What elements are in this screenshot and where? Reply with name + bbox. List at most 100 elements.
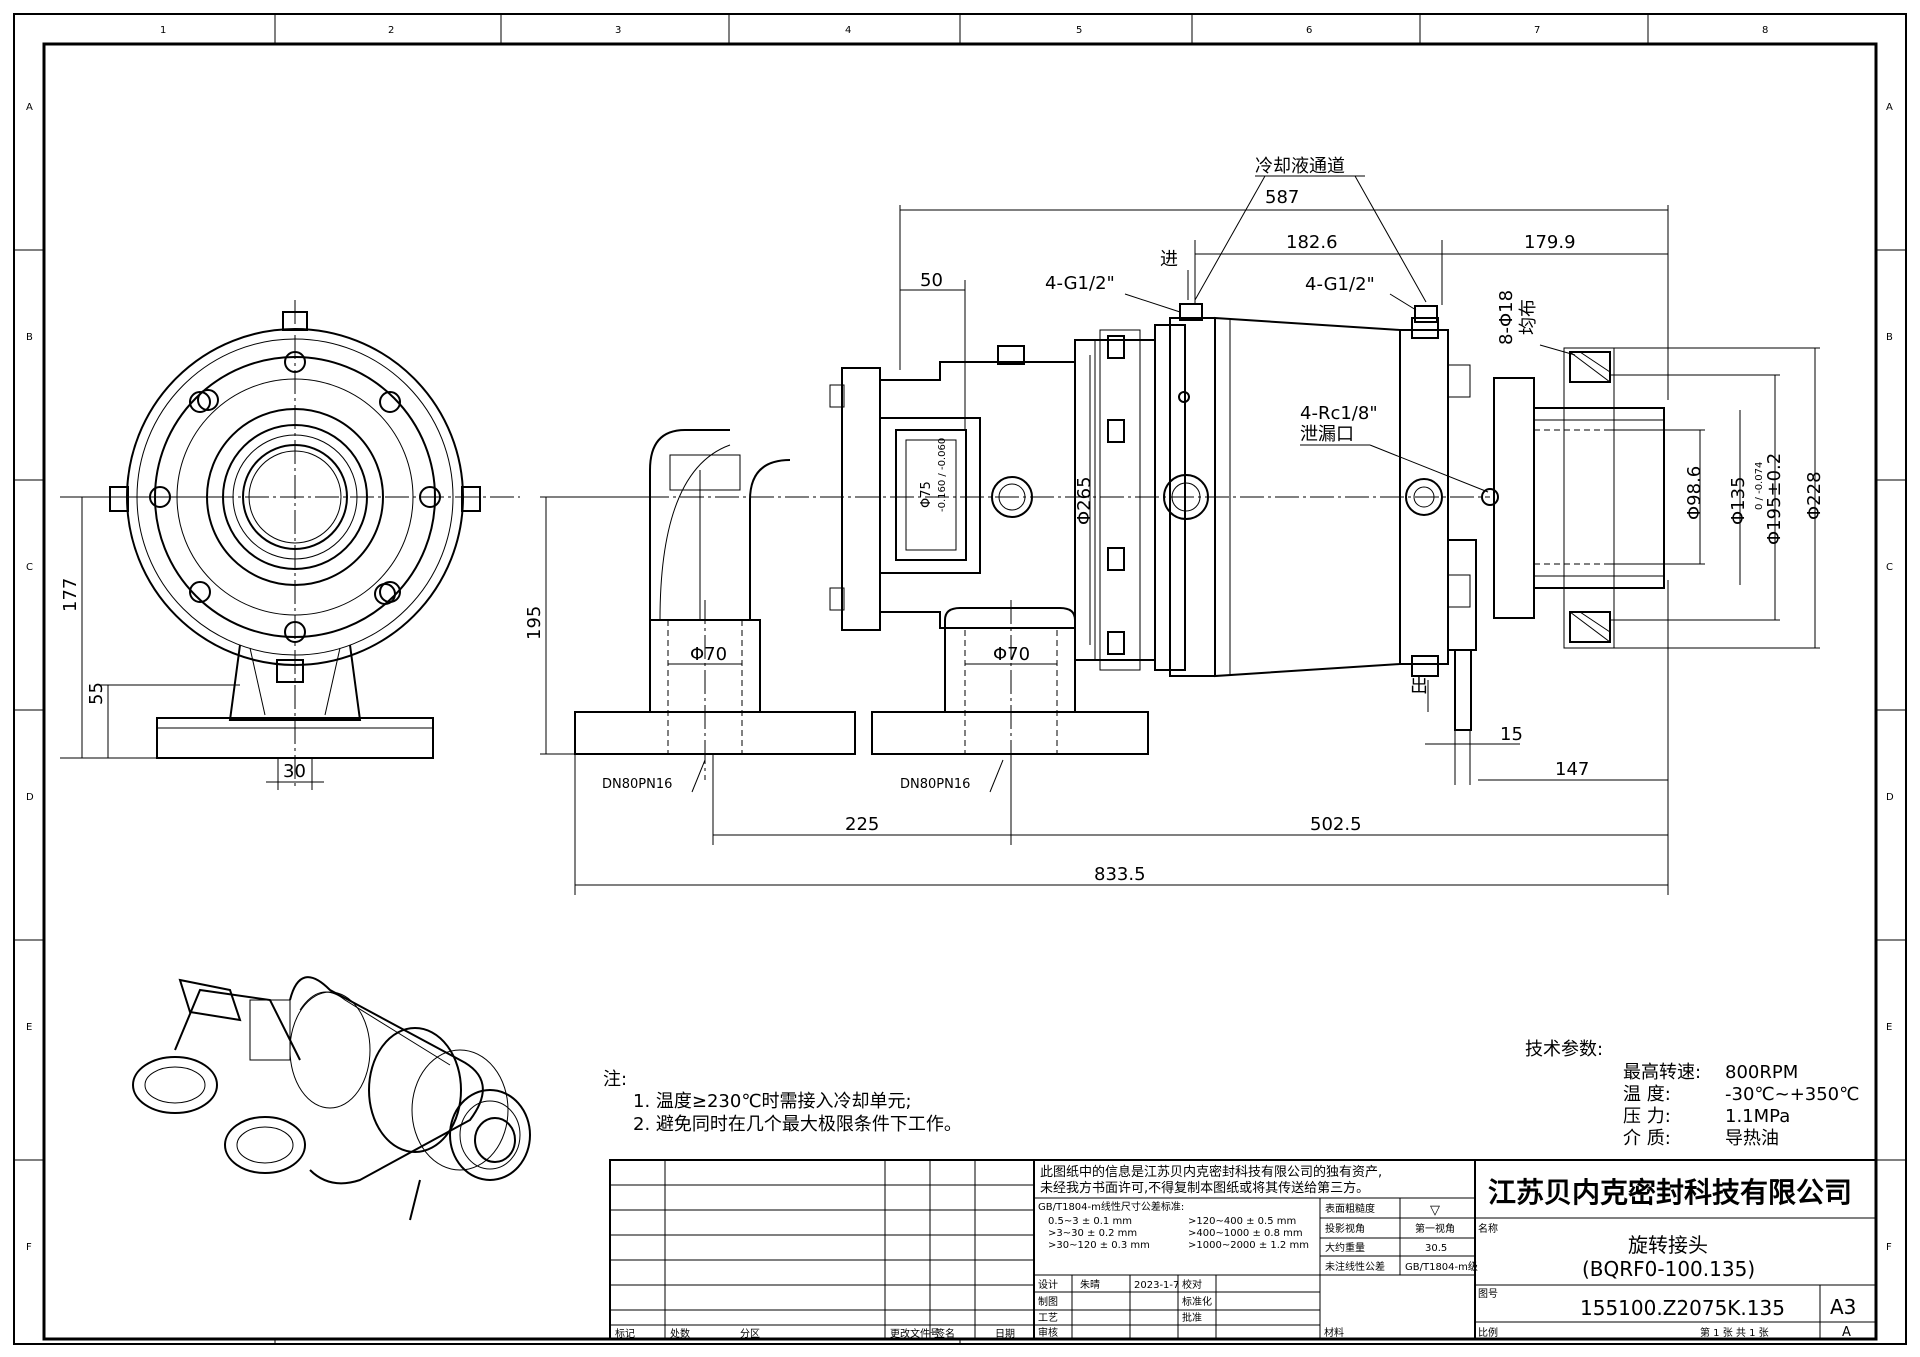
dim-833-5: 833.5 [1094,864,1146,885]
dim-195: 195 [524,606,545,640]
zone-row-f-right: F [1886,1242,1892,1253]
dim-228: Φ228 [1804,471,1825,520]
signoff-process: 工艺 [1038,1312,1058,1324]
zone-col-4: 4 [845,25,851,36]
dim-75: Φ75 [919,481,934,508]
tech-temp-key: 温 度: [1623,1084,1671,1105]
end-view: 177 55 30 [60,300,520,790]
projection-value: 第一视角 [1415,1222,1455,1235]
weight-label: 大约重量 [1325,1241,1365,1254]
dim-135-tol: 0 / -0.074 [1754,462,1765,510]
dim-50: 50 [920,270,943,291]
signoff-check: 校对 [1182,1278,1202,1291]
tech-speed-value: 800RPM [1725,1062,1798,1083]
callout-leak-port: 泄漏口 [1300,424,1354,445]
dim-70-right: Φ70 [993,644,1030,665]
callout-inlet: 进 [1160,249,1178,270]
note-2: 2. 避免同时在几个最大极限条件下工作。 [633,1114,962,1135]
surface-symbol: ▽ [1430,1203,1440,1218]
signoff-designer: 朱晴 [1080,1278,1100,1291]
tech-medium-value: 导热油 [1725,1128,1779,1149]
general-tol-value: GB/T1804-m级 [1405,1261,1478,1273]
zone-col-6: 6 [1306,25,1312,36]
dim-182-6: 182.6 [1286,232,1338,253]
tol-right-2: >400~1000 ± 0.8 mm [1188,1228,1303,1239]
zone-labels: 1 2 3 4 5 6 7 8 A B C D E F A B C D E F [26,25,1894,1253]
dim-15: 15 [1500,724,1523,745]
signoff-approve: 批准 [1182,1311,1202,1324]
flange-bolts [1107,335,1125,655]
projection-label: 投影视角 [1325,1222,1365,1235]
signoff-design: 设计 [1038,1278,1058,1291]
dim-30: 30 [283,761,306,782]
title-block: 标记 处数 分区 更改文件号 签名 日期 此图纸中的信息是江苏贝内克密封科技有限… [609,1159,1877,1340]
material-label: 材料 [1324,1326,1344,1339]
tech-temp-value: -30℃~+350℃ [1725,1084,1859,1105]
general-tol-label: 未注线性公差 [1325,1260,1385,1273]
zone-row-a-right: A [1886,102,1893,113]
callout-port-right: 4-G1/2" [1305,274,1375,295]
zone-row-c: C [26,562,33,573]
dim-265: Φ265 [1074,476,1095,525]
sheet-size: A3 [1830,1295,1856,1319]
rev-col-sign: 签名 [935,1327,955,1340]
tol-right-1: >120~400 ± 0.5 mm [1188,1216,1296,1227]
dim-502-5: 502.5 [1310,814,1362,835]
zone-col-2: 2 [388,25,394,36]
drawing-number: 155100.Z2075K.135 [1580,1296,1785,1320]
zone-row-d: D [26,792,34,803]
tol-right-3: >1000~2000 ± 1.2 mm [1188,1240,1309,1251]
rev-col-mark: 标记 [615,1328,635,1340]
tech-params-title: 技术参数: [1525,1039,1603,1060]
zone-col-5: 5 [1076,25,1082,36]
tech-medium-key: 介 质: [1623,1128,1671,1149]
note-1: 1. 温度≥230℃时需接入冷却单元; [633,1091,912,1112]
tol-left-3: >30~120 ± 0.3 mm [1048,1240,1150,1251]
dim-179-9: 179.9 [1524,232,1576,253]
dim-75-tol: -0.160 / -0.060 [937,438,948,512]
dim-177: 177 [60,578,81,612]
callout-outlet: 出 [1410,676,1428,697]
revision: A [1842,1325,1851,1340]
callout-coolant-channel: 冷却液通道 [1255,156,1345,177]
surface-label: 表面粗糙度 [1325,1202,1375,1215]
rev-col-date: 日期 [995,1328,1015,1340]
signoff-review: 审核 [1038,1326,1058,1339]
callout-bolt-holes-note: 均布 [1518,299,1539,335]
tech-speed-key: 最高转速: [1623,1062,1701,1083]
front-dimensions: 587 182.6 179.9 50 冷却液通道 4-G1/2" 进 4-G1/… [524,156,1825,895]
zone-row-b-right: B [1886,332,1893,343]
tech-params: 技术参数: 最高转速: 800RPM 温 度: -30℃~+350℃ 压 力: … [1525,1039,1859,1149]
number-label: 图号 [1478,1288,1498,1300]
weight-value: 30.5 [1425,1243,1447,1254]
dim-195-tol: Φ195±0.2 [1764,453,1785,545]
callout-port-left: 4-G1/2" [1045,273,1115,294]
tech-pressure-value: 1.1MPa [1725,1106,1790,1127]
tol-left-2: >3~30 ± 0.2 mm [1048,1228,1137,1239]
rev-col-doc: 更改文件号 [890,1327,940,1340]
signoff-standardize: 标准化 [1182,1295,1212,1308]
signoff-date: 2023-1-7 [1134,1280,1179,1291]
zone-row-e: E [26,1022,32,1033]
dim-225: 225 [845,814,879,835]
front-view: Φ75 -0.160 / -0.060 [540,303,1665,780]
drawing-model: (BQRF0-100.135) [1582,1257,1755,1281]
zone-row-e-right: E [1886,1022,1892,1033]
tolerance-title: GB/T1804-m线性尺寸公差标准: [1038,1200,1184,1213]
scale-label: 比例 [1478,1326,1498,1339]
signoff-draw: 制图 [1038,1295,1058,1308]
rev-col-count: 处数 [670,1327,690,1340]
dim-147: 147 [1555,759,1589,780]
zone-col-1: 1 [160,25,166,36]
callout-flange-right: DN80PN16 [900,777,970,792]
tech-pressure-key: 压 力: [1623,1106,1671,1127]
sheet-count: 第 1 张 共 1 张 [1700,1326,1769,1339]
notes: 注: 1. 温度≥230℃时需接入冷却单元; 2. 避免同时在几个最大极限条件下… [603,1069,962,1135]
name-label: 名称 [1478,1222,1498,1235]
callout-flange-left: DN80PN16 [602,777,672,792]
dim-55: 55 [86,682,107,705]
notes-title: 注: [603,1069,627,1090]
company-name: 江苏贝内克密封科技有限公司 [1488,1176,1852,1209]
confidential-line-2: 未经我方书面许可,不得复制本图纸或将其传送给第三方。 [1040,1180,1369,1196]
zone-row-a: A [26,102,33,113]
